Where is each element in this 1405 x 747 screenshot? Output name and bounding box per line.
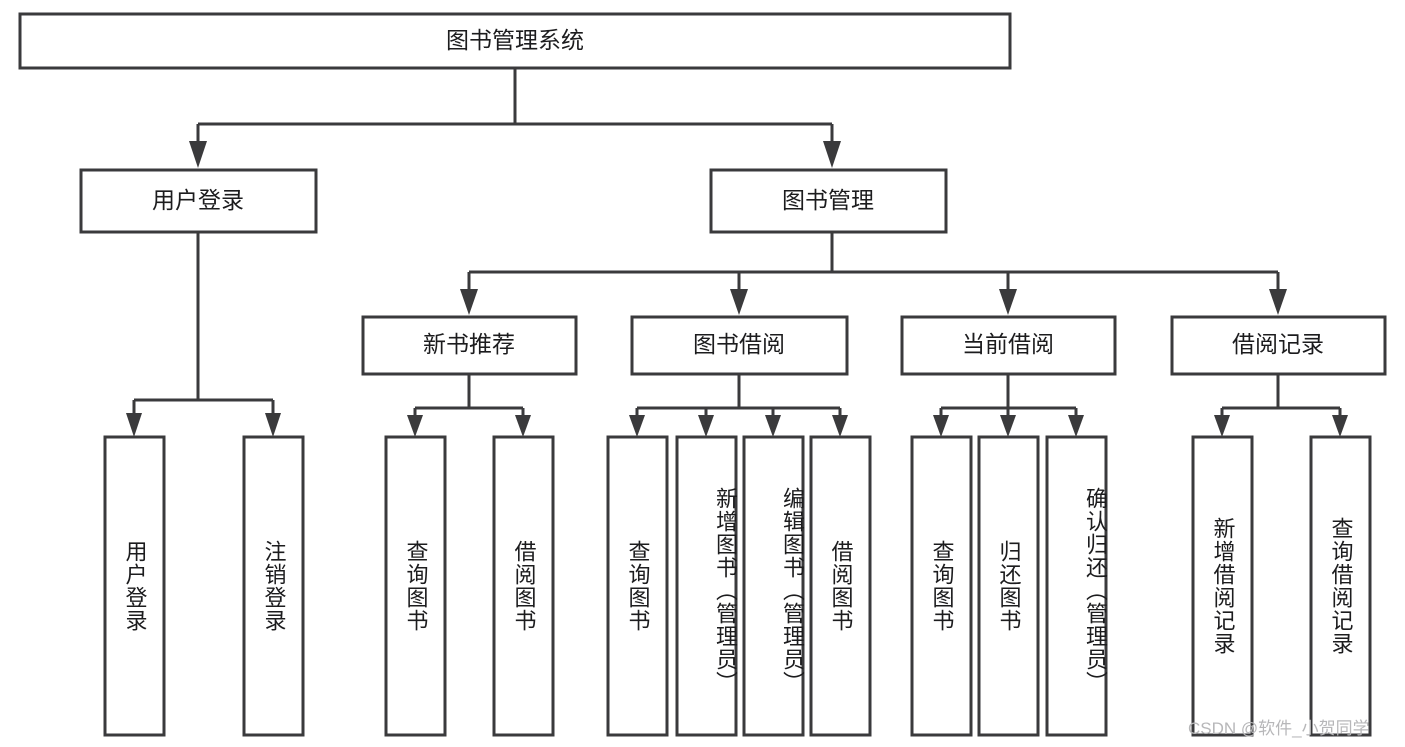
node-new-book-rec-box[interactable] bbox=[361, 315, 578, 376]
connector-bookmanage-to-level3 bbox=[460, 232, 1287, 315]
connector-root-to-level2 bbox=[189, 68, 841, 168]
node-leaf-add-record-box[interactable] bbox=[1191, 435, 1254, 737]
node-book-manage-box[interactable] bbox=[709, 168, 948, 234]
csdn-watermark: CSDN @软件_小贺同学 bbox=[1188, 719, 1370, 738]
node-book-manage-label: 图书管理 bbox=[782, 187, 874, 213]
node-leaf-query-book-1-box[interactable] bbox=[384, 435, 447, 737]
node-book-manage[interactable]: 图书管理 bbox=[709, 168, 948, 234]
node-current-borrow-box[interactable] bbox=[900, 315, 1117, 376]
node-root-label: 图书管理系统 bbox=[446, 27, 584, 53]
node-leaf-borrow-book-2-box[interactable] bbox=[809, 435, 872, 737]
node-user-login-label: 用户登录 bbox=[152, 187, 244, 213]
connector-newbookrec-to-leaves bbox=[407, 374, 531, 437]
leaf-boxes bbox=[103, 435, 1372, 737]
connector-bookborrow-to-leaves bbox=[629, 374, 848, 437]
node-leaf-borrow-book-1-box[interactable] bbox=[492, 435, 555, 737]
connector-borrowrecord-to-leaves bbox=[1214, 374, 1348, 437]
node-leaf-logout-box[interactable] bbox=[242, 435, 305, 737]
node-borrow-record[interactable]: 借阅记录 bbox=[1170, 315, 1387, 376]
node-leaf-add-book-box[interactable] bbox=[675, 435, 738, 737]
node-new-book-rec[interactable]: 新书推荐 bbox=[361, 315, 578, 376]
node-leaf-return-book-box[interactable] bbox=[977, 435, 1040, 737]
connector-userlogin-to-leaves bbox=[126, 232, 281, 437]
node-book-borrow-label: 图书借阅 bbox=[693, 331, 785, 357]
node-leaf-query-record-box[interactable] bbox=[1309, 435, 1372, 737]
connector-currentborrow-to-leaves bbox=[933, 374, 1084, 437]
node-book-borrow[interactable]: 图书借阅 bbox=[630, 315, 849, 376]
node-current-borrow-label: 当前借阅 bbox=[962, 331, 1054, 357]
node-borrow-record-label: 借阅记录 bbox=[1232, 331, 1324, 357]
node-leaf-query-book-3-box[interactable] bbox=[910, 435, 973, 737]
node-current-borrow[interactable]: 当前借阅 bbox=[900, 315, 1117, 376]
node-leaf-user-login-box[interactable] bbox=[103, 435, 166, 737]
node-book-borrow-box[interactable] bbox=[630, 315, 849, 376]
node-root-box[interactable] bbox=[18, 12, 1012, 70]
node-leaf-query-book-2-box[interactable] bbox=[606, 435, 669, 737]
node-leaf-edit-book-box[interactable] bbox=[742, 435, 805, 737]
node-new-book-rec-label: 新书推荐 bbox=[423, 331, 515, 357]
node-user-login-box[interactable] bbox=[79, 168, 318, 234]
node-leaf-confirm-return-box[interactable] bbox=[1045, 435, 1108, 737]
node-borrow-record-box[interactable] bbox=[1170, 315, 1387, 376]
node-root[interactable]: 图书管理系统 bbox=[18, 12, 1012, 70]
node-user-login[interactable]: 用户登录 bbox=[79, 168, 318, 234]
